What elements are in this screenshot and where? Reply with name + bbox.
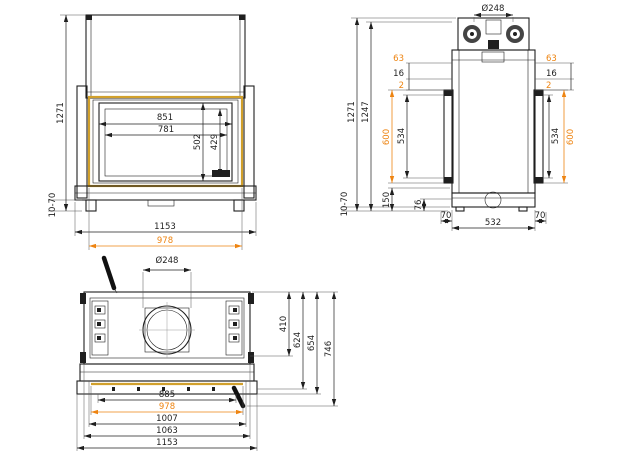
front-foot-right (233, 199, 245, 212)
dim-plan-width-body: 1063 (156, 426, 178, 436)
dim-side-height-total: 1271 (347, 101, 357, 123)
dim-front-height-total: 1271 (56, 102, 66, 124)
plan-front-frame (79, 363, 255, 382)
dim-side-rail-inner-left: 534 (397, 128, 407, 144)
dim-plan-depth-frame: 624 (293, 332, 303, 348)
dim-side-offset-mid-right: 16 (546, 69, 557, 79)
front-glass-outer (98, 102, 233, 182)
dim-plan-flue-diameter: Ø248 (156, 255, 179, 266)
dim-glass-outer-height: 502 (193, 134, 203, 150)
dim-side-flue-diameter: Ø248 (482, 3, 505, 14)
dim-side-offset-mid-left: 16 (393, 69, 404, 79)
dim-plan-width-frame: 978 (159, 402, 175, 412)
dim-plan-width-opening: 885 (159, 390, 175, 400)
front-column-right (243, 85, 255, 199)
plan-plate-left (91, 300, 109, 356)
dim-side-rail-inner-right: 534 (551, 128, 561, 144)
dim-front-frame-width: 978 (157, 236, 173, 246)
dim-side-offset-small-left: 2 (399, 81, 404, 91)
plan-lever-back (101, 255, 117, 291)
dim-glass-outer-width: 851 (157, 113, 173, 123)
dim-plan-depth-glass: 410 (279, 316, 289, 332)
plan-view: Ø248 410 624 654 746 885 978 1007 1063 (76, 255, 338, 451)
dim-side-base-inset: 76 (414, 200, 424, 211)
dim-plan-width-inner: 1007 (156, 414, 178, 424)
dim-plan-width-overall: 1153 (156, 438, 178, 448)
dim-plan-depth-overall: 746 (324, 341, 334, 357)
dim-side-depth-back-offset: 70 (535, 211, 546, 221)
dim-side-depth-body: 532 (485, 218, 501, 228)
plan-plate-right (225, 300, 243, 356)
front-glass-inner (104, 108, 228, 177)
front-hood-outline (85, 14, 246, 99)
side-base (451, 192, 536, 208)
side-foot-back (518, 206, 528, 212)
front-foot-left (85, 199, 97, 212)
dim-side-rail-outer-right: 600 (566, 129, 576, 145)
side-foot-front (455, 206, 465, 212)
dim-front-overall-width: 1153 (154, 222, 176, 232)
side-damper-block (488, 40, 499, 49)
front-view: 1271 10-70 851 781 502 429 1153 978 (48, 14, 257, 250)
dim-side-base-height: 150 (382, 192, 392, 208)
dim-side-offset-top-right: 63 (546, 54, 557, 64)
dim-side-rail-outer-left: 600 (382, 129, 392, 145)
side-ash-knob (484, 191, 502, 209)
side-flue-stub (485, 19, 502, 35)
plan-bench (76, 380, 258, 395)
front-column-left (76, 85, 88, 199)
front-corner-bracket-left (86, 15, 92, 20)
dim-side-depth-front-offset: 70 (441, 211, 452, 221)
front-corner-bracket-right (239, 15, 245, 20)
side-body-outline (451, 49, 536, 194)
dim-side-foot-adjust: 10-70 (340, 192, 350, 217)
dim-side-height-body: 1247 (361, 101, 371, 123)
dim-side-offset-small-right: 2 (546, 81, 551, 91)
dim-glass-inner-height: 429 (210, 134, 220, 150)
plan-lever-front (231, 385, 246, 409)
dim-plan-depth-front: 654 (307, 335, 317, 351)
dim-glass-inner-width: 781 (158, 125, 174, 135)
front-logo-badge (212, 170, 230, 177)
dim-front-foot-adjust: 10-70 (48, 193, 58, 218)
side-view: Ø248 1271 1247 10-70 63 16 2 63 16 2 600 (340, 3, 576, 231)
dim-side-offset-top-left: 63 (393, 54, 404, 64)
